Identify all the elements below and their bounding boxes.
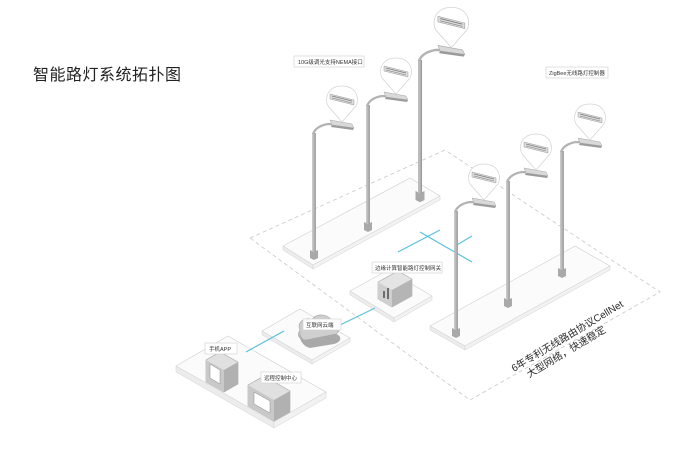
monitor-icon xyxy=(247,375,291,422)
label-zigbee-text: ZigBee无线路灯控制器 xyxy=(549,69,605,77)
label-cloud-text: 互联网云端 xyxy=(306,321,334,329)
label-zigbee: ZigBee无线路灯控制器 xyxy=(545,66,609,79)
link-gateway-cloud xyxy=(339,307,376,326)
link-cross xyxy=(454,235,473,247)
label-nema-text: 10G级调光支持NEMA接口 xyxy=(298,58,363,66)
street-area-outline xyxy=(249,149,661,401)
phone-icon xyxy=(205,351,239,393)
link-street-upper xyxy=(397,229,441,253)
link-cloud-client xyxy=(245,330,285,353)
label-gateway: 边缘计算智能路灯控制网关 xyxy=(371,261,443,274)
label-gateway-text: 边缘计算智能路灯控制网关 xyxy=(375,264,442,272)
street-light-3 xyxy=(414,6,470,204)
label-center: 远程控制中心 xyxy=(260,371,302,384)
page-title: 智能路灯系统拓扑图 xyxy=(33,67,182,84)
label-nema: 10G级调光支持NEMA接口 xyxy=(293,55,365,68)
label-app-text: 手机APP xyxy=(209,345,231,353)
label-center-text: 远程控制中心 xyxy=(264,374,298,382)
label-cloud: 互联网云端 xyxy=(302,318,342,331)
network-links xyxy=(245,229,473,353)
link-street-right xyxy=(419,231,473,263)
gateway-device xyxy=(377,270,413,308)
street-plate-upper xyxy=(282,177,441,270)
label-app: 手机APP xyxy=(204,342,238,355)
